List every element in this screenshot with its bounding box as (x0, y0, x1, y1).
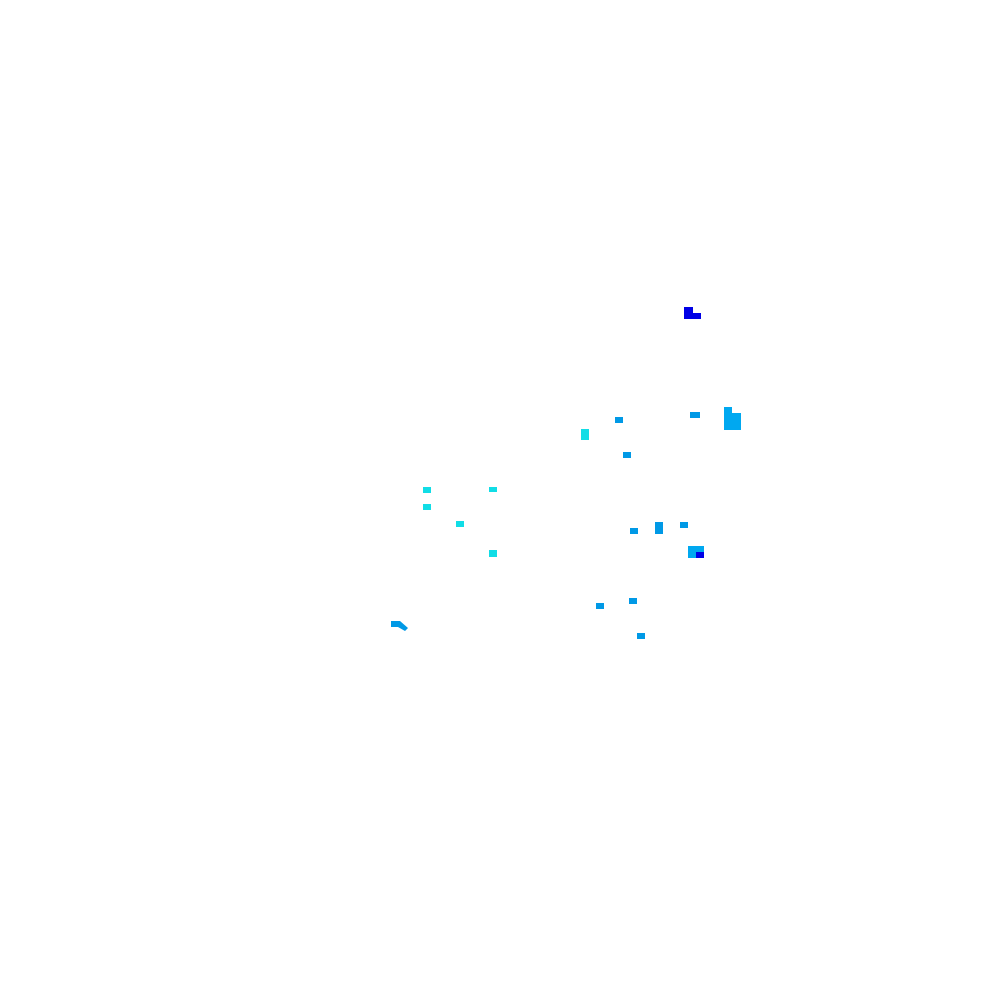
blue-patch (724, 407, 732, 415)
cyan-patch (489, 550, 497, 557)
blue-patch (623, 452, 631, 458)
blue-patch (655, 522, 663, 534)
blue-patch (690, 412, 700, 418)
cyan-patch (581, 429, 589, 440)
cyan-patch (423, 487, 431, 493)
blue-patch (615, 417, 623, 423)
blue-patch (637, 633, 645, 639)
cyan-patch (456, 521, 464, 527)
dark-blue-patch (684, 313, 701, 319)
blue-patch (391, 621, 408, 631)
blue-patch (680, 522, 688, 528)
blue-patch (596, 603, 604, 609)
dark-blue-patch (696, 552, 704, 558)
blue-patch (630, 528, 638, 534)
cyan-patch (489, 487, 497, 492)
cyan-patch (423, 504, 431, 510)
blue-patch (629, 598, 637, 604)
blue-patch (724, 413, 741, 430)
